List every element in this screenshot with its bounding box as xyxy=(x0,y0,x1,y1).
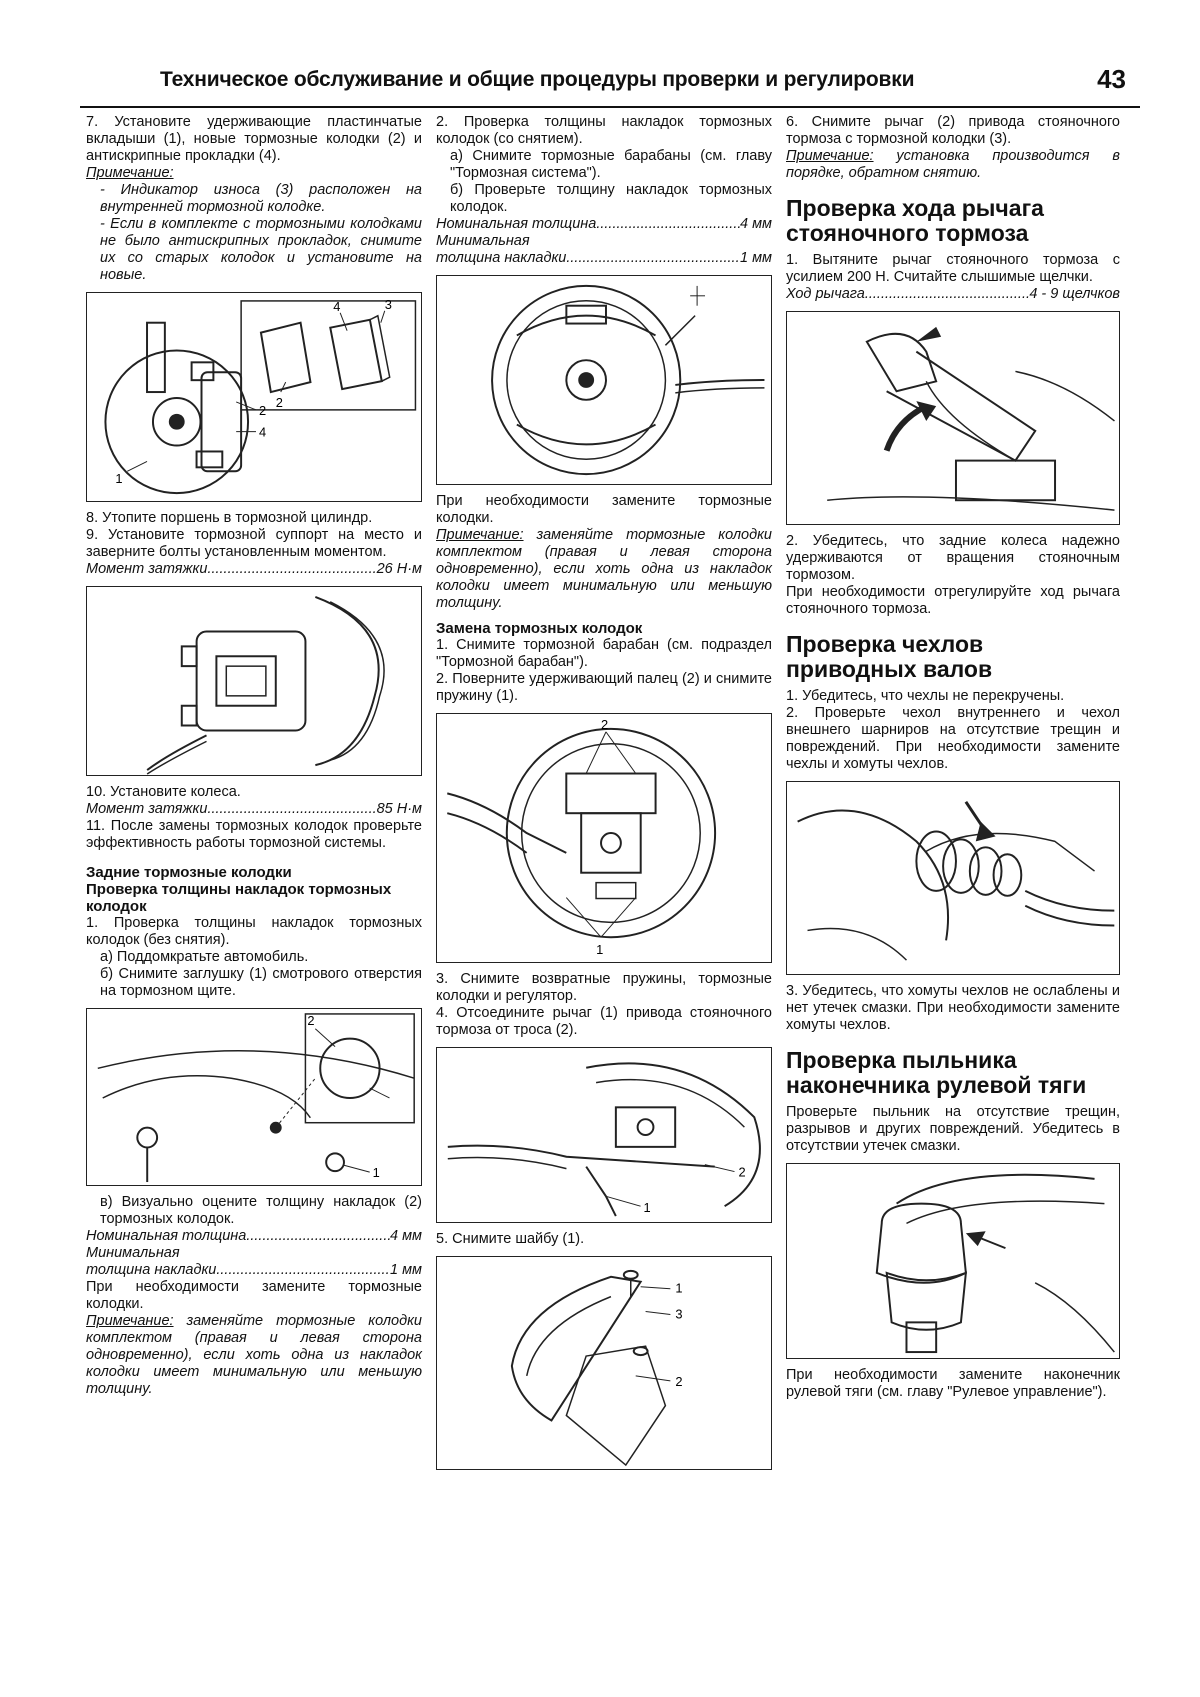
callout-label: 3 xyxy=(675,1306,682,1321)
figure-brake-pads-install: 4 3 2 2 4 1 xyxy=(86,292,422,502)
callout-label: 3 xyxy=(385,297,392,312)
spec-lever-travel: Ход рычага 4 - 9 щелчков xyxy=(786,286,1120,303)
callout-label: 2 xyxy=(259,403,266,418)
check-step-1c: в) Визуально оцените толщину накладок (2… xyxy=(100,1194,422,1227)
lever-step-2: 2. Убедитесь, что задние колеса надежно … xyxy=(786,533,1120,583)
replace-step-1: 1. Снимите тормозной барабан (см. подраз… xyxy=(436,637,772,670)
note-label: Примечание: xyxy=(786,148,874,164)
lever-step-1: 1. Вытяните рычаг стояночного тормоза с … xyxy=(786,252,1120,285)
spec-label-line: Минимальная xyxy=(86,1245,180,1261)
page-title: Техническое обслуживание и общие процеду… xyxy=(160,68,915,91)
callout-label: 1 xyxy=(675,1281,682,1296)
callout-label: 2 xyxy=(738,1165,745,1180)
figure-parking-lever-cable: 2 1 xyxy=(436,1047,772,1223)
column-right: 6. Снимите рычаг (2) привода стояночного… xyxy=(786,114,1120,1401)
replace-text: При необходимости замените тормозные кол… xyxy=(86,1279,422,1312)
replace-step-5: 5. Снимите шайбу (1). xyxy=(436,1231,585,1247)
section-heading: Проверка хода рычага стояночного тормоза xyxy=(786,195,1044,246)
subsection-heading: Замена тормозных колодок xyxy=(436,620,643,637)
spec-value: 85 Н·м xyxy=(376,801,422,817)
figure-tie-rod-boot xyxy=(786,1163,1120,1359)
callout-label: 1 xyxy=(115,471,122,486)
spec-value: 26 Н·м xyxy=(376,561,422,577)
column-middle: 2. Проверка толщины накладок тормозных к… xyxy=(436,114,772,1478)
spec-label-line: Минимальная xyxy=(436,233,530,249)
replace-step-2: 2. Поверните удерживающий палец (2) и сн… xyxy=(436,671,772,704)
step-8: 8. Утопите поршень в тормозной цилиндр. xyxy=(86,510,373,526)
step-11: 11. После замены тормозных колодок прове… xyxy=(86,818,422,851)
spec-label: Момент затяжки xyxy=(86,801,208,817)
note-label: Примечание: xyxy=(86,165,174,181)
spec-value: 4 мм xyxy=(390,1228,422,1244)
figure-caliper xyxy=(86,586,422,776)
replace-text: При необходимости замените тормозные кол… xyxy=(436,493,772,526)
boots-step-3: 3. Убедитесь, что хомуты чехлов не ослаб… xyxy=(786,983,1120,1033)
callout-label: 4 xyxy=(333,299,340,314)
callout-label: 1 xyxy=(596,942,603,957)
section-heading: Проверка чехлов приводных валов xyxy=(786,631,993,682)
figure-parking-lever xyxy=(786,311,1120,525)
callout-label: 2 xyxy=(601,717,608,732)
note-item: - Индикатор износа (3) расположен на вну… xyxy=(100,182,422,215)
step-6: 6. Снимите рычаг (2) привода стояночного… xyxy=(786,114,1120,147)
callout-label: 2 xyxy=(307,1013,314,1028)
check-step-1b: б) Снимите заглушку (1) смотрового отвер… xyxy=(100,966,422,999)
spec-value: 1 мм xyxy=(740,250,772,266)
spec-min-thickness: толщина накладки 1 мм xyxy=(86,1262,422,1279)
replace-step-3: 3. Снимите возвратные пружины, тормозные… xyxy=(436,971,772,1004)
callout-label: 2 xyxy=(675,1374,682,1389)
note-label: Примечание: xyxy=(436,527,524,543)
page-header: Техническое обслуживание и общие процеду… xyxy=(80,60,1140,108)
subsection-heading: Проверка толщины накладок тормозных коло… xyxy=(86,881,392,915)
note-item: - Если в комплекте с тормозными колодкам… xyxy=(100,216,422,283)
step-9: 9. Установите тормозной суппорт на место… xyxy=(86,527,422,560)
figure-drive-shaft-boot xyxy=(786,781,1120,975)
spec-min-thickness: толщина накладки 1 мм xyxy=(436,250,772,267)
page-number: 43 xyxy=(1097,64,1126,94)
figure-inspection-hole: 2 1 xyxy=(86,1008,422,1186)
spec-label: толщина накладки xyxy=(86,1262,217,1278)
spec-value: 4 - 9 щелчков xyxy=(1029,286,1120,302)
step-2a: а) Снимите тормозные барабаны (см. главу… xyxy=(450,148,772,181)
callout-label: 2 xyxy=(276,395,283,410)
column-left: 7. Установите удерживающие пластинчатые … xyxy=(86,114,422,1398)
step-10: 10. Установите колеса. xyxy=(86,784,241,800)
spec-label: толщина накладки xyxy=(436,250,567,266)
spec-label: Момент затяжки xyxy=(86,561,208,577)
figure-retaining-pin: 2 1 xyxy=(436,713,772,963)
note-text: заменяйте тормозные колодки комплектом (… xyxy=(436,527,772,611)
dust-boot-text: Проверьте пыльник на отсутствие трещин, … xyxy=(786,1104,1120,1154)
lever-step-3: При необходимости отрегулируйте ход рыча… xyxy=(786,584,1120,617)
boots-step-2: 2. Проверьте чехол внутреннего и чехол в… xyxy=(786,705,1120,772)
spec-torque: Момент затяжки 26 Н·м xyxy=(86,561,422,578)
note-label: Примечание: xyxy=(86,1313,174,1329)
callout-label: 4 xyxy=(259,425,266,440)
callout-label: 1 xyxy=(373,1165,380,1180)
section-heading: Задние тормозные колодки xyxy=(86,864,292,881)
check-step-1a: а) Поддомкратьте автомобиль. xyxy=(100,949,309,965)
figure-washer: 1 3 2 xyxy=(436,1256,772,1470)
replace-step-4: 4. Отсоедините рычаг (1) привода стояноч… xyxy=(436,1005,772,1038)
note-text: установка производится в порядке, обратн… xyxy=(786,148,1120,181)
spec-thickness: Номинальная толщина 4 мм xyxy=(436,216,772,233)
spec-thickness: Номинальная толщина 4 мм xyxy=(86,1228,422,1245)
spec-label: Ход рычага xyxy=(786,286,865,302)
step-2: 2. Проверка толщины накладок тормозных к… xyxy=(436,114,772,147)
callout-label: 1 xyxy=(644,1200,651,1215)
step-2b: б) Проверьте толщину накладок тормозных … xyxy=(450,182,772,215)
spec-label: Номинальная толщина xyxy=(436,216,597,232)
section-heading: Проверка пыльника наконечника рулевой тя… xyxy=(786,1047,1087,1098)
note-text: заменяйте тормозные колодки комплектом (… xyxy=(86,1313,422,1397)
spec-torque: Момент затяжки 85 Н·м xyxy=(86,801,422,818)
dust-boot-replace: При необходимости замените наконечник ру… xyxy=(786,1367,1120,1400)
boots-step-1: 1. Убедитесь, что чехлы не перекручены. xyxy=(786,688,1065,704)
check-step-1: 1. Проверка толщины накладок тормозных к… xyxy=(86,915,422,948)
spec-value: 4 мм xyxy=(740,216,772,232)
spec-value: 1 мм xyxy=(390,1262,422,1278)
figure-drum-brake xyxy=(436,275,772,485)
step-7: 7. Установите удерживающие пластинчатые … xyxy=(86,114,422,164)
spec-label: Номинальная толщина xyxy=(86,1228,247,1244)
